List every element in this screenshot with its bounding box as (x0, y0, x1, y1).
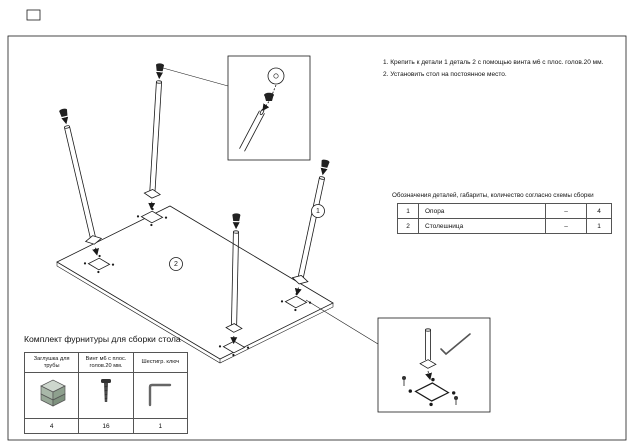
table-leg (291, 159, 330, 296)
hardware-item-qty: 4 (23, 418, 80, 434)
screw-icon (100, 379, 111, 402)
detail-callout-foot (377, 317, 491, 413)
part-qty: 4 (586, 203, 612, 219)
assembly-instructions: 1. Крепить к детали 1 деталь 2 с помощью… (383, 57, 625, 80)
tabletop (56, 205, 334, 364)
parts-row: 2 Столешница – 1 (397, 218, 612, 234)
hardware-item-name: Заглушка для трубы (23, 352, 80, 373)
sheet-mark (26, 9, 41, 21)
hex-key-drawing (440, 333, 471, 356)
hardware-item-name: Шестигр. ключ (132, 352, 189, 373)
table-leg (225, 213, 243, 345)
part-number: 2 (397, 218, 419, 234)
table-leg (143, 63, 165, 210)
table-leg (59, 108, 103, 256)
hardware-icon-cell (23, 372, 80, 419)
hardware-item-name: Винт м6 с плос. голов.20 мм. (78, 352, 134, 373)
balloon-support: 1 (311, 204, 325, 218)
parts-table: 1 Опора – 4 2 Столешница – 1 (397, 203, 612, 234)
detail-callout-cap (227, 55, 311, 161)
drawing-frame (7, 35, 627, 441)
instruction-line-2: 2. Установить стол на постоянное место. (383, 70, 507, 78)
detail-leader-top (162, 67, 229, 87)
hardware-item-qty: 1 (132, 418, 189, 434)
hardware-icon-row (23, 372, 189, 419)
hardware-header-row: Заглушка для трубы Винт м6 с плос. голов… (23, 352, 189, 373)
hardware-kit-title: Комплект фурнитуры для сборки стола (24, 334, 181, 344)
hex-key-icon (149, 383, 172, 407)
hardware-icon-cell (132, 372, 189, 419)
tube-plug-icon (39, 379, 66, 407)
balloon-tabletop-number: 2 (174, 261, 178, 268)
instruction-line-1: 1. Крепить к детали 1 деталь 2 с помощью… (383, 59, 604, 66)
hardware-item-qty: 16 (78, 418, 134, 434)
hardware-icon-cell (78, 372, 134, 419)
hardware-kit-table: Заглушка для трубы Винт м6 с плос. голов… (23, 352, 189, 434)
part-qty: 1 (586, 218, 612, 234)
balloon-support-number: 1 (316, 208, 320, 215)
balloon-tabletop: 2 (169, 257, 183, 271)
part-name: Опора (418, 203, 546, 219)
part-dim: – (545, 203, 587, 219)
parts-table-caption: Обозначения деталей, габариты, количеств… (392, 192, 594, 199)
part-name: Столешница (418, 218, 546, 234)
detail-leader-bottom (305, 299, 379, 345)
hardware-qty-row: 4 16 1 (23, 418, 189, 434)
parts-row: 1 Опора – 4 (397, 203, 612, 219)
part-dim: – (545, 218, 587, 234)
part-number: 1 (397, 203, 419, 219)
